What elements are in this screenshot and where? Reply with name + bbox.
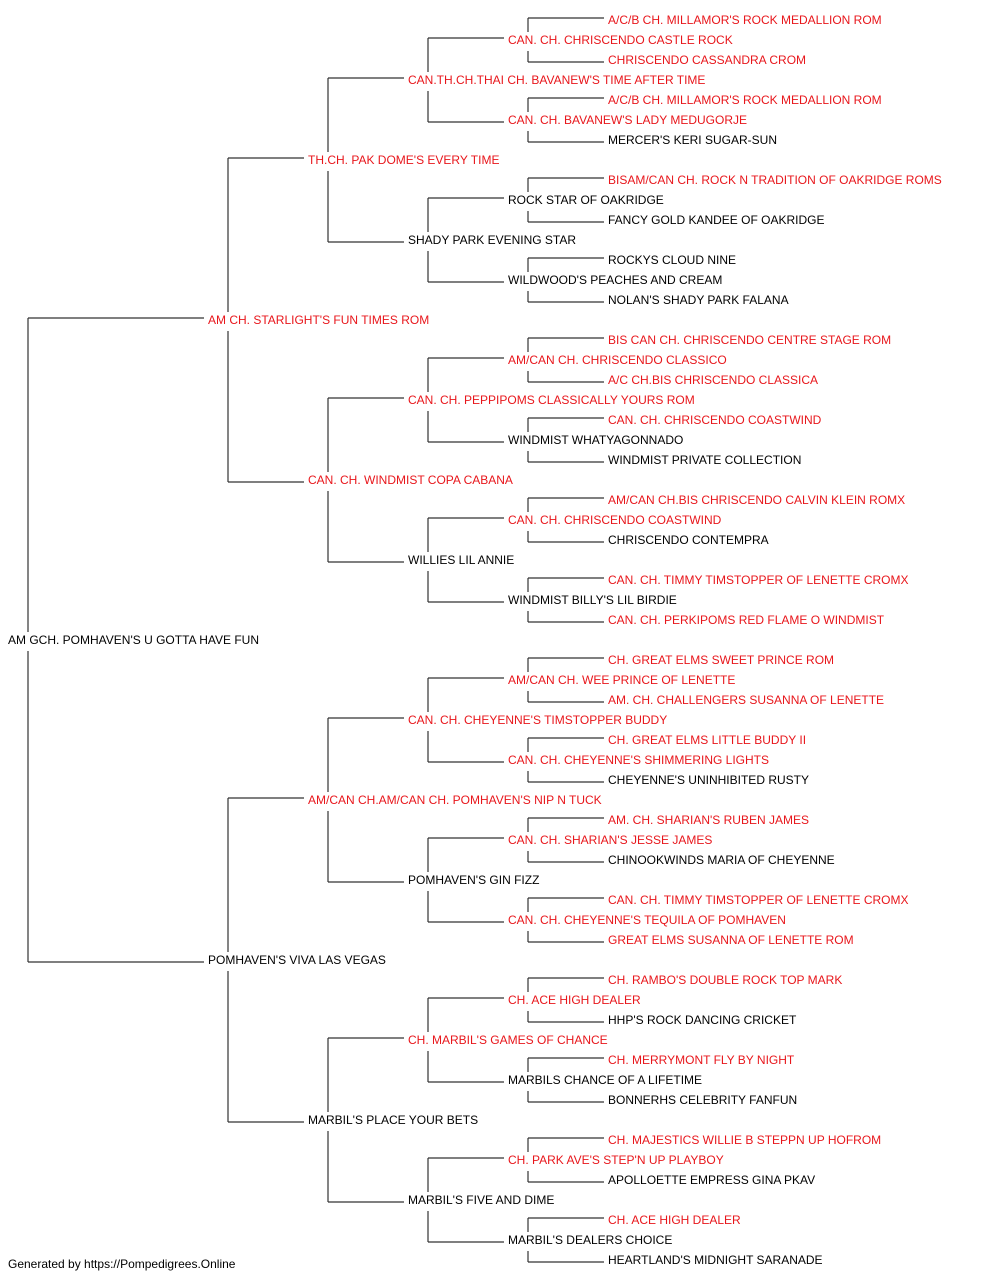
ancestor-name: CAN. CH. CHRISCENDO COASTWIND	[508, 513, 722, 527]
ancestor-name: A/C/B CH. MILLAMOR'S ROCK MEDALLION ROM	[608, 13, 882, 27]
ancestor-name: AM. CH. CHALLENGERS SUSANNA OF LENETTE	[608, 693, 884, 707]
ancestor-name: CAN. CH. PERKIPOMS RED FLAME O WINDMIST	[608, 613, 885, 627]
ancestor-name: WINDMIST WHATYAGONNADO	[508, 433, 683, 447]
ancestor-name: CHRISCENDO CASSANDRA CROM	[608, 53, 806, 67]
ancestor-name: CAN. CH. TIMMY TIMSTOPPER OF LENETTE CRO…	[608, 573, 908, 587]
ancestor-name: AM. CH. SHARIAN'S RUBEN JAMES	[608, 813, 809, 827]
ancestor-name: CH. ACE HIGH DEALER	[608, 1213, 741, 1227]
ancestor-name: MERCER'S KERI SUGAR-SUN	[608, 133, 777, 147]
ancestor-name: CAN. CH. CHRISCENDO CASTLE ROCK	[508, 33, 733, 47]
ancestor-name: CAN. CH. SHARIAN'S JESSE JAMES	[508, 833, 712, 847]
ancestor-name: AM CH. STARLIGHT'S FUN TIMES ROM	[208, 313, 429, 327]
ancestor-name: HEARTLAND'S MIDNIGHT SARANADE	[608, 1253, 823, 1267]
ancestor-name: BIS CAN CH. CHRISCENDO CENTRE STAGE ROM	[608, 333, 891, 347]
ancestor-name: CHINOOKWINDS MARIA OF CHEYENNE	[608, 853, 835, 867]
ancestor-name: WINDMIST PRIVATE COLLECTION	[608, 453, 801, 467]
ancestor-name: AM/CAN CH. WEE PRINCE OF LENETTE	[508, 673, 735, 687]
ancestor-name: CAN. CH. BAVANEW'S LADY MEDUGORJE	[508, 113, 747, 127]
ancestor-name: CAN. CH. CHEYENNE'S TEQUILA OF POMHAVEN	[508, 913, 786, 927]
ancestor-name: A/C CH.BIS CHRISCENDO CLASSICA	[608, 373, 818, 387]
ancestor-name: MARBIL'S DEALERS CHOICE	[508, 1233, 672, 1247]
ancestor-name: CAN. CH. WINDMIST COPA CABANA	[308, 473, 513, 487]
ancestor-name: CAN. CH. CHEYENNE'S SHIMMERING LIGHTS	[508, 753, 769, 767]
ancestor-name: APOLLOETTE EMPRESS GINA PKAV	[608, 1173, 815, 1187]
ancestor-name: CH. RAMBO'S DOUBLE ROCK TOP MARK	[608, 973, 842, 987]
ancestor-name: SHADY PARK EVENING STAR	[408, 233, 576, 247]
ancestor-name: CH. MAJESTICS WILLIE B STEPPN UP HOFROM	[608, 1133, 881, 1147]
ancestor-name: CAN. CH. TIMMY TIMSTOPPER OF LENETTE CRO…	[608, 893, 908, 907]
ancestor-name: CHRISCENDO CONTEMPRA	[608, 533, 769, 547]
ancestor-name: MARBIL'S PLACE YOUR BETS	[308, 1113, 478, 1127]
ancestor-name: AM/CAN CH. CHRISCENDO CLASSICO	[508, 353, 727, 367]
ancestor-name: WILDWOOD'S PEACHES AND CREAM	[508, 273, 722, 287]
subject-dog-name: AM GCH. POMHAVEN'S U GOTTA HAVE FUN	[8, 633, 259, 647]
ancestor-name: WINDMIST BILLY'S LIL BIRDIE	[508, 593, 677, 607]
ancestor-name: BONNERHS CELEBRITY FANFUN	[608, 1093, 797, 1107]
ancestor-name: POMHAVEN'S VIVA LAS VEGAS	[208, 953, 386, 967]
ancestor-name: CAN. CH. CHEYENNE'S TIMSTOPPER BUDDY	[408, 713, 667, 727]
ancestor-name: ROCKYS CLOUD NINE	[608, 253, 736, 267]
ancestor-name: HHP'S ROCK DANCING CRICKET	[608, 1013, 797, 1027]
ancestor-name: TH.CH. PAK DOME'S EVERY TIME	[308, 153, 499, 167]
ancestor-name: MARBIL'S FIVE AND DIME	[408, 1193, 554, 1207]
ancestor-name: CAN. CH. PEPPIPOMS CLASSICALLY YOURS ROM	[408, 393, 695, 407]
ancestor-name: AM/CAN CH.BIS CHRISCENDO CALVIN KLEIN RO…	[608, 493, 905, 507]
ancestor-name: GREAT ELMS SUSANNA OF LENETTE ROM	[608, 933, 854, 947]
ancestor-name: NOLAN'S SHADY PARK FALANA	[608, 293, 789, 307]
ancestor-name: WILLIES LIL ANNIE	[408, 553, 514, 567]
ancestor-name: ROCK STAR OF OAKRIDGE	[508, 193, 664, 207]
ancestor-name: CAN. CH. CHRISCENDO COASTWIND	[608, 413, 822, 427]
ancestor-name: CH. GREAT ELMS LITTLE BUDDY II	[608, 733, 806, 747]
footer-credit: Generated by https://Pompedigrees.Online	[8, 1257, 236, 1271]
ancestor-name: FANCY GOLD KANDEE OF OAKRIDGE	[608, 213, 825, 227]
ancestor-name: POMHAVEN'S GIN FIZZ	[408, 873, 539, 887]
ancestor-name: CAN.TH.CH.THAI CH. BAVANEW'S TIME AFTER …	[408, 73, 705, 87]
ancestor-name: MARBILS CHANCE OF A LIFETIME	[508, 1073, 702, 1087]
ancestor-name: CH. GREAT ELMS SWEET PRINCE ROM	[608, 653, 834, 667]
ancestor-name: AM/CAN CH.AM/CAN CH. POMHAVEN'S NIP N TU…	[308, 793, 602, 807]
ancestor-name: CH. MARBIL'S GAMES OF CHANCE	[408, 1033, 608, 1047]
ancestor-name: CH. PARK AVE'S STEP'N UP PLAYBOY	[508, 1153, 724, 1167]
ancestor-name: A/C/B CH. MILLAMOR'S ROCK MEDALLION ROM	[608, 93, 882, 107]
ancestor-name: CHEYENNE'S UNINHIBITED RUSTY	[608, 773, 809, 787]
ancestor-name: CH. ACE HIGH DEALER	[508, 993, 641, 1007]
ancestor-name: CH. MERRYMONT FLY BY NIGHT	[608, 1053, 795, 1067]
ancestor-name: BISAM/CAN CH. ROCK N TRADITION OF OAKRID…	[608, 173, 942, 187]
